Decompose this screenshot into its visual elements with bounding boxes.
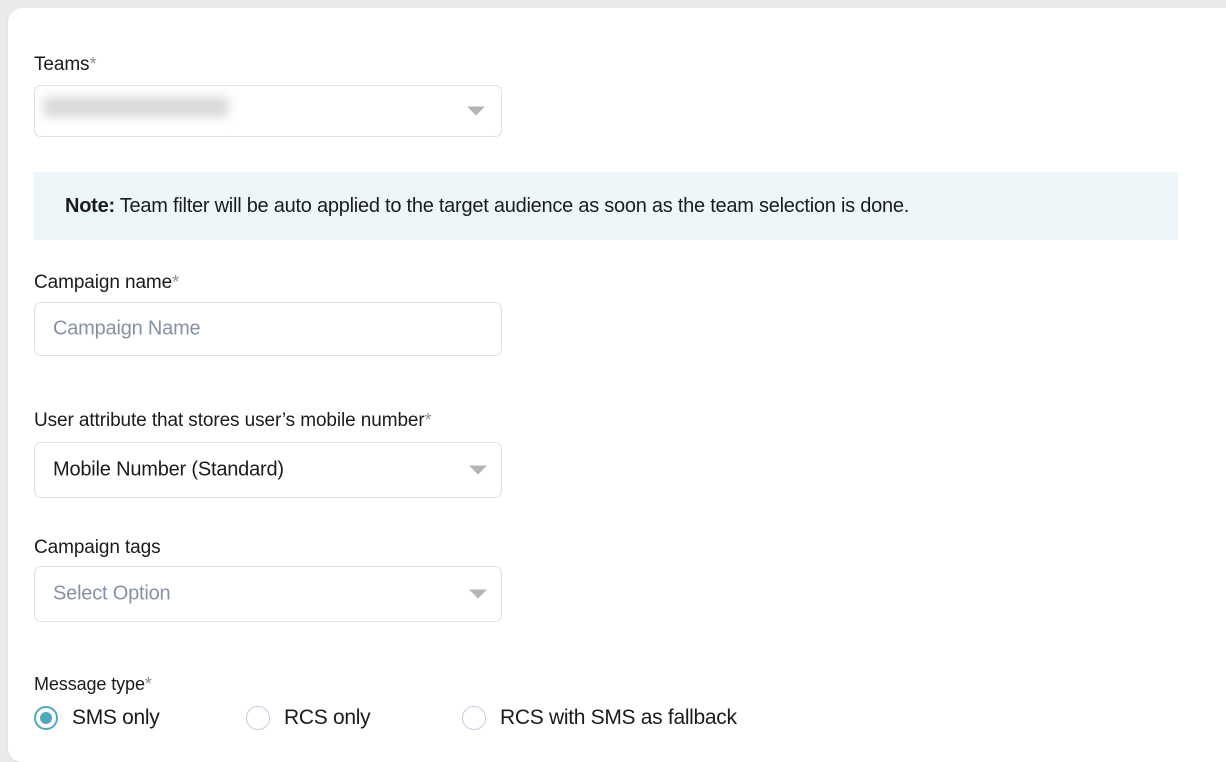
campaign-tags-select[interactable]: Select Option <box>34 566 502 622</box>
campaign-name-label: Campaign name* <box>34 270 179 295</box>
radio-label-rcs-with-sms-fallback: RCS with SMS as fallback <box>500 706 737 729</box>
campaign-name-placeholder: Campaign Name <box>53 317 201 340</box>
teams-select[interactable] <box>34 85 502 137</box>
chevron-down-icon <box>467 106 485 116</box>
radio-icon-unselected[interactable] <box>462 706 486 730</box>
team-filter-note: Note: Team filter will be auto applied t… <box>34 172 1178 240</box>
message-type-label: Message type* <box>34 672 152 696</box>
note-body: Team filter will be auto applied to the … <box>114 194 910 217</box>
chevron-down-icon <box>469 465 487 475</box>
mobile-attribute-label: User attribute that stores user’s mobile… <box>34 408 432 433</box>
radio-option-sms-only[interactable]: SMS only <box>34 706 160 730</box>
message-type-required-asterisk: * <box>144 674 152 694</box>
mobile-attribute-required-asterisk: * <box>424 410 432 430</box>
radio-option-rcs-with-sms-fallback[interactable]: RCS with SMS as fallback <box>462 706 737 730</box>
team-filter-note-text: Note: Team filter will be auto applied t… <box>34 195 909 218</box>
mobile-attribute-label-text: User attribute that stores user’s mobile… <box>34 410 425 431</box>
campaign-settings-card: Teams* Note: Team filter will be auto ap… <box>8 8 1226 762</box>
message-type-label-text: Message type <box>34 674 145 694</box>
teams-required-asterisk: * <box>89 54 97 74</box>
chevron-down-icon <box>469 589 487 599</box>
campaign-tags-placeholder: Select Option <box>53 582 171 605</box>
note-prefix: Note: <box>65 194 115 217</box>
mobile-attribute-value: Mobile Number (Standard) <box>53 458 284 481</box>
teams-label: Teams* <box>34 52 96 77</box>
campaign-name-required-asterisk: * <box>172 272 180 292</box>
campaign-name-label-text: Campaign name <box>34 272 173 293</box>
radio-option-rcs-only[interactable]: RCS only <box>246 706 371 730</box>
teams-redacted-value <box>43 97 229 117</box>
campaign-name-input[interactable]: Campaign Name <box>34 302 502 356</box>
radio-icon-unselected[interactable] <box>246 706 270 730</box>
teams-label-text: Teams <box>34 54 90 75</box>
message-type-radio-group: SMS only RCS only RCS with SMS as fallba… <box>34 706 1034 732</box>
radio-label-sms-only: SMS only <box>72 706 160 729</box>
radio-label-rcs-only: RCS only <box>284 706 371 729</box>
campaign-tags-label: Campaign tags <box>34 535 161 560</box>
mobile-attribute-select[interactable]: Mobile Number (Standard) <box>34 442 502 498</box>
campaign-tags-label-text: Campaign tags <box>34 537 161 558</box>
radio-icon-selected[interactable] <box>34 706 58 730</box>
